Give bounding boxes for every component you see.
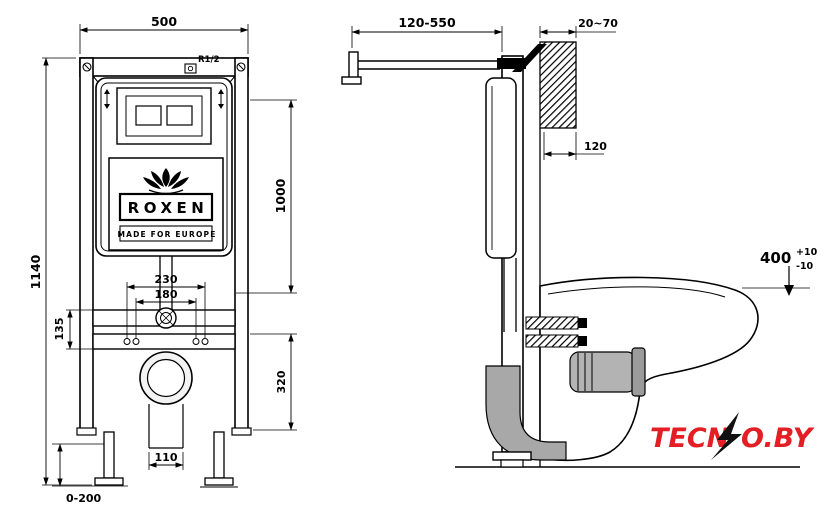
dim-bolt-spacing-outer-label: 230 [155,273,178,286]
dim-duct-width-label: 110 [155,451,178,464]
dim-flush-pipe-range: 120-550 [351,15,503,52]
adjuster-icon-left [104,89,110,109]
toilet-bowl [539,276,759,462]
flush-button-left [135,105,162,126]
dim-wall-clearance: 20~70 [539,17,618,38]
drain-outlet-circle [139,351,193,405]
cistern-side [485,77,517,259]
dim-rail-span: 135 [53,309,92,350]
dim-foot-range-label: 0-200 [66,492,102,505]
arrow-down-icon [784,285,794,296]
dim-flush-pipe-range-label: 120-550 [398,15,456,30]
dim-plate-height-label: 1000 [273,178,288,213]
watermark-part1: TECN [650,423,730,454]
fixing-bolt-lower [525,334,587,348]
screw-icon-right [236,62,246,72]
dim-plate-height: 1000 [236,99,297,294]
brand-name: ROXEN [128,199,209,217]
flush-pipe-side [341,51,500,85]
watermark-part2: O.BY [741,423,815,454]
inlet-thread-label: R1/2 [198,55,220,65]
fixing-bolt-upper [525,316,587,330]
foot-right [204,477,234,486]
flush-button-right [166,105,193,126]
dim-outlet-span-label: 320 [275,370,288,393]
dim-outlet-span: 320 [250,333,297,431]
dim-front-width: 500 [79,14,249,54]
mounting-frame [76,57,252,436]
bowl-inlet-pipe [503,258,517,332]
dim-foot-range: 0-200 [52,443,128,505]
dim-front-height: 1140 [28,57,92,486]
leg-left [103,431,115,479]
dim-bowl-height: 400 +10 -10 [742,247,818,296]
dim-front-width-label: 500 [151,14,177,29]
side-view: 120-550 20~70 120 400 +10 -10 [341,15,818,468]
dim-bolt-spacing-inner: 180 [135,288,197,338]
drain-elbow [485,365,567,461]
pipe-connector-black [497,58,526,69]
flush-plate [116,87,212,145]
dim-front-height-label: 1140 [28,254,43,289]
water-inlet-circle [155,307,177,329]
dim-bowl-tol-plus: +10 [796,247,818,258]
inlet-fitting [184,63,197,74]
foot-left [94,477,124,486]
dim-rail-span-label: 135 [53,318,66,341]
mounting-rail-lower [92,333,236,350]
fixing-bolt-holes [123,338,209,345]
dim-bolt-spacing-inner-label: 180 [155,288,178,301]
dim-frame-depth: 120 [543,132,607,160]
drain-duct [148,404,184,449]
lotus-icon [143,168,189,195]
dim-bowl-tol-minus: -10 [796,261,814,272]
leg-right [213,431,225,479]
adjuster-icon-right [218,89,224,109]
dim-frame-depth-label: 120 [584,140,607,153]
dim-wall-clearance-label: 20~70 [578,17,618,30]
roxen-logo-panel: ROXEN MADE FOR EUROPE [108,157,224,251]
outlet-connector [569,347,646,397]
watermark-logo: TECN O.BY [650,412,815,460]
dim-bowl-height-label: 400 [760,249,791,267]
frame-foot-side [492,451,532,468]
front-view: R1/2 [28,14,297,505]
dim-bolt-spacing-outer: 230 [126,273,206,338]
dim-duct-width: 110 [148,451,184,470]
screw-icon-left [82,62,92,72]
lightning-icon [711,412,742,460]
brand-tagline: MADE FOR EUROPE [117,230,216,239]
